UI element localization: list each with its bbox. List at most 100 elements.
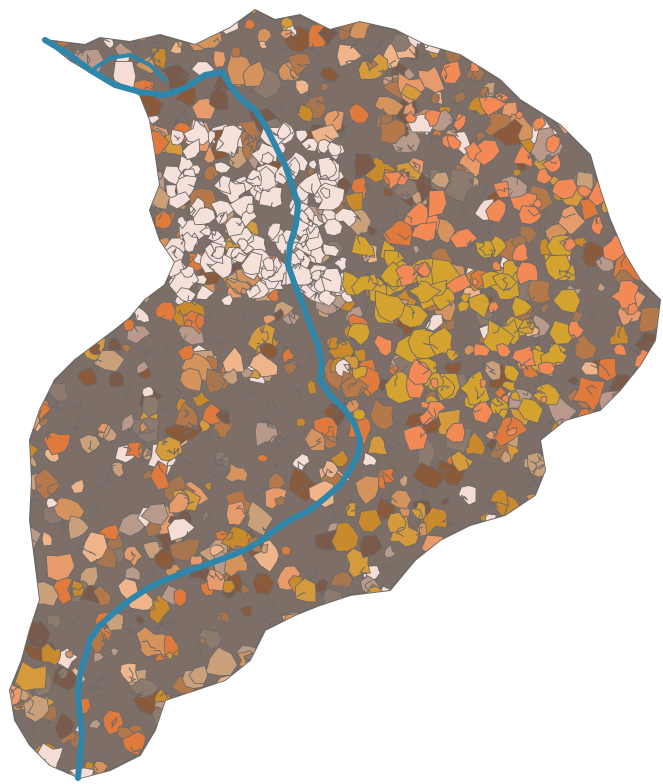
land-polygon <box>351 693 383 730</box>
boundary-line <box>472 400 482 414</box>
land-polygon <box>121 413 135 433</box>
land-polygon <box>283 616 311 644</box>
land-polygon <box>598 150 609 162</box>
boundary-line <box>535 563 543 571</box>
land-polygon <box>330 10 342 20</box>
boundary-line <box>0 466 6 472</box>
land-polygon <box>15 146 45 179</box>
boundary-line <box>171 247 178 259</box>
land-polygon <box>411 462 447 490</box>
boundary-line <box>521 564 535 573</box>
boundary-line <box>54 667 64 677</box>
boundary-line <box>179 168 189 177</box>
boundary-line <box>599 660 610 672</box>
boundary-line <box>458 494 468 501</box>
land-polygon <box>446 704 476 726</box>
boundary-line <box>628 535 636 551</box>
boundary-line <box>465 238 478 249</box>
land-polygon <box>329 448 349 468</box>
boundary-line <box>298 482 308 491</box>
land-polygon <box>10 586 25 614</box>
land-polygon <box>651 352 660 362</box>
boundary-line <box>182 204 197 222</box>
land-polygon <box>344 502 357 518</box>
land-polygon <box>134 288 148 300</box>
land-polygon <box>368 732 396 754</box>
boundary-line <box>392 674 400 686</box>
land-polygon <box>616 576 627 587</box>
land-polygon <box>311 680 330 696</box>
boundary-line <box>461 328 475 335</box>
boundary-line <box>336 1 347 7</box>
boundary-line <box>628 540 642 554</box>
boundary-line <box>500 595 510 609</box>
boundary-line <box>363 184 372 190</box>
boundary-line <box>411 160 421 173</box>
boundary-line <box>315 201 329 222</box>
boundary-line <box>150 50 162 64</box>
land-polygon <box>641 564 653 574</box>
land-polygon <box>614 513 636 538</box>
land-polygon <box>514 25 531 40</box>
boundary-line <box>449 22 459 44</box>
land-polygon <box>17 255 36 271</box>
boundary-line <box>586 331 600 345</box>
boundary-line <box>529 462 538 479</box>
boundary-line <box>346 103 357 106</box>
boundary-line <box>326 429 340 444</box>
boundary-line <box>428 589 449 597</box>
land-polygon <box>86 187 106 210</box>
land-polygon <box>223 762 245 778</box>
boundary-line <box>286 622 299 635</box>
land-polygon <box>307 159 318 171</box>
land-polygon <box>179 265 195 278</box>
land-polygon <box>529 668 556 697</box>
boundary-line <box>594 217 599 225</box>
boundary-line <box>619 746 632 773</box>
boundary-line <box>224 0 240 7</box>
land-polygon <box>40 286 60 315</box>
land-polygon <box>598 65 616 85</box>
land-polygon <box>430 10 445 12</box>
land-polygon <box>580 10 610 33</box>
boundary-line <box>195 117 205 128</box>
land-polygon <box>446 704 476 726</box>
land-polygon <box>513 705 535 722</box>
land-polygon <box>322 242 340 258</box>
boundary-line <box>558 269 570 276</box>
land-polygon <box>600 507 626 538</box>
land-polygon <box>537 589 555 605</box>
boundary-line <box>237 731 248 741</box>
land-polygon <box>512 716 545 746</box>
boundary-line <box>10 777 17 778</box>
boundary-line <box>338 376 353 394</box>
land-polygon <box>232 764 249 778</box>
boundary-line <box>138 70 151 80</box>
land-polygon <box>388 0 398 8</box>
land-polygon <box>369 398 395 431</box>
land-polygon <box>294 577 317 603</box>
land-polygon <box>536 78 551 94</box>
boundary-line <box>10 43 20 62</box>
boundary-line <box>516 175 521 185</box>
land-polygon <box>158 709 186 734</box>
land-polygon <box>12 314 22 326</box>
boundary-line <box>195 691 210 702</box>
land-polygon <box>355 632 377 659</box>
land-polygon <box>20 110 46 131</box>
land-polygon <box>479 378 487 388</box>
boundary-line <box>246 529 258 539</box>
boundary-line <box>309 274 318 289</box>
land-polygon <box>580 10 605 29</box>
land-polygon <box>487 591 500 604</box>
land-polygon <box>457 484 477 506</box>
boundary-line <box>348 761 359 770</box>
land-polygon <box>43 210 62 233</box>
land-polygon <box>601 63 616 83</box>
land-polygon <box>75 205 95 223</box>
land-polygon <box>417 619 427 633</box>
boundary-line <box>349 710 369 725</box>
land-polygon <box>646 603 660 621</box>
land-polygon <box>566 376 580 386</box>
land-polygon <box>577 80 602 100</box>
